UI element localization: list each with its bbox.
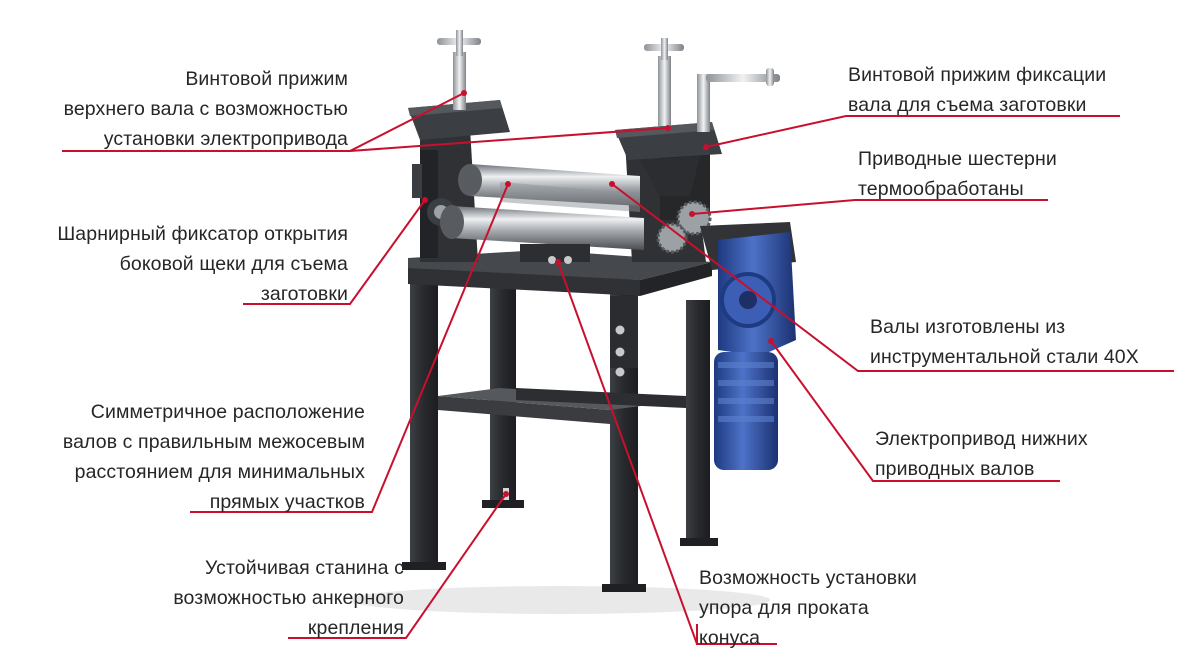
callout-bottom-roll-motor: Электропривод нижних приводных валов: [875, 424, 1088, 484]
callout-line: Винтовой прижим фиксации: [848, 64, 1107, 86]
callout-line: возможностью анкерного: [173, 587, 404, 609]
callout-line: верхнего вала с возможностью: [63, 98, 348, 120]
callout-line: Винтовой прижим: [185, 68, 348, 90]
callout-tool-steel-rolls: Валы изготовлены из инструментальной ста…: [870, 312, 1139, 372]
callout-symmetric-roll-layout: Симметричное расположение валов с правил…: [63, 397, 365, 517]
callout-hinged-side-cheek-lock: Шарнирный фиксатор открытия боковой щеки…: [57, 219, 348, 309]
drive-gear-lower: [656, 222, 688, 254]
leader-upper-roll-screw-clamp-branch: [349, 127, 669, 152]
front-left-leg: [410, 268, 438, 568]
right-screw-post: [658, 56, 671, 126]
leader-tool-steel-rolls: [611, 183, 1174, 372]
callout-stable-frame-anchoring: Устойчивая станина с возможностью анкерн…: [173, 553, 404, 643]
leader-symmetric-roll-layout: [190, 183, 509, 513]
callout-line: боковой щеки для съема: [119, 253, 348, 275]
callout-line: инструментальной стали 40Х: [870, 346, 1139, 368]
callout-release-roll-screw-clamp: Винтовой прижим фиксации вала для съема …: [848, 60, 1106, 120]
floor-shadow: [350, 586, 770, 614]
callout-line: Электропривод нижних: [875, 428, 1088, 450]
callout-line: заготовки: [260, 283, 348, 305]
leader-heat-treated-gears: [691, 199, 1048, 215]
cone-stop-bracket: [520, 244, 590, 262]
leader-hinged-side-cheek-lock: [243, 199, 426, 305]
leader-release-roll-screw-clamp: [705, 115, 1120, 148]
callout-line: установки электропривода: [103, 128, 348, 150]
callout-line: Устойчивая станина с: [204, 557, 404, 579]
release-screw-post: [697, 74, 710, 132]
callout-line: Симметричное расположение: [90, 401, 365, 423]
callout-line: термообработаны: [858, 178, 1024, 200]
callout-line: упора для проката: [699, 597, 869, 619]
callout-cone-stop-option: Возможность установки упора для проката …: [699, 563, 917, 653]
callout-line: прямых участков: [209, 491, 365, 513]
callout-line: конуса: [699, 627, 761, 649]
rear-right-leg: [686, 300, 710, 544]
callout-line: Шарнирный фиксатор открытия: [57, 223, 348, 245]
callout-line: расстоянием для минимальных: [74, 461, 365, 483]
callout-upper-roll-screw-clamp: Винтовой прижим верхнего вала с возможно…: [64, 64, 348, 154]
callout-line: приводных валов: [875, 458, 1035, 480]
callout-line: вала для съема заготовки: [848, 94, 1087, 116]
callout-heat-treated-gears: Приводные шестерни термообработаны: [858, 144, 1057, 204]
bottom-front-roll: [452, 206, 644, 250]
callout-line: Валы изготовлены из: [870, 316, 1066, 338]
leader-stable-frame-anchoring: [288, 493, 507, 639]
callout-line: крепления: [307, 617, 404, 639]
lower-crossbar: [438, 396, 610, 424]
callout-line: валов с правильным межосевым: [62, 431, 365, 453]
leader-bottom-roll-motor: [770, 340, 1060, 482]
callout-line: Возможность установки: [699, 567, 917, 589]
callout-line: Приводные шестерни: [858, 148, 1057, 170]
leader-cone-stop-option-diag: [557, 261, 698, 645]
